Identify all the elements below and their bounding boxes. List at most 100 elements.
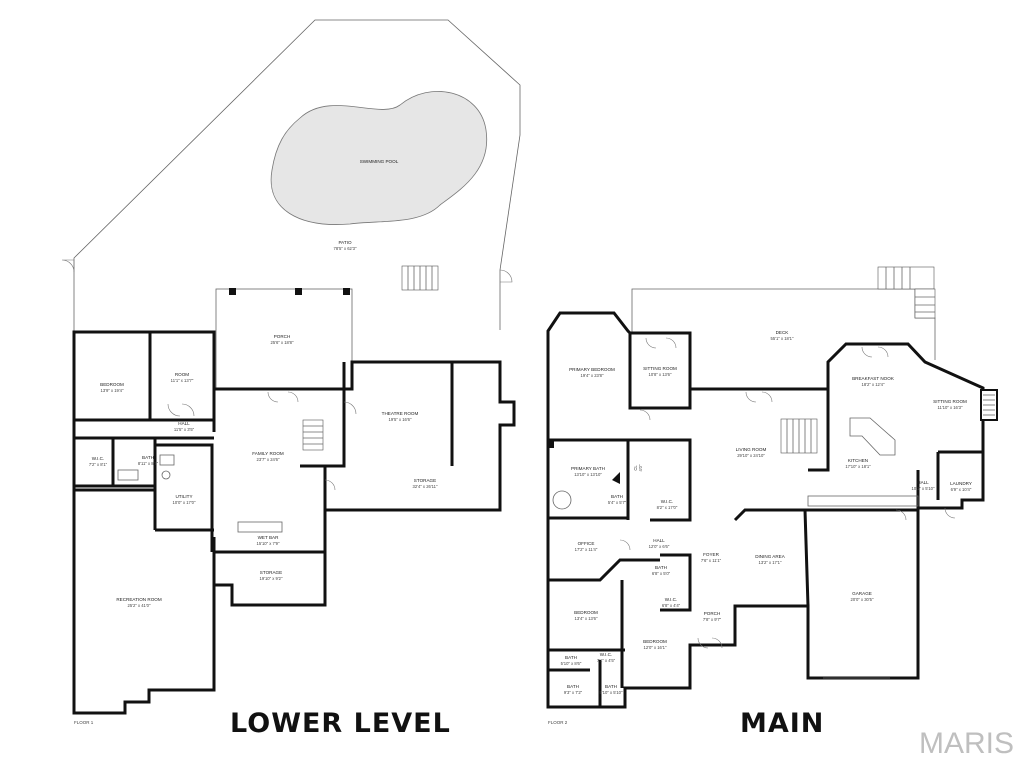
bath-4-dim: 9'3" x 7'2" [564, 690, 583, 695]
deck-outline [631, 288, 936, 360]
kitchen-counter [807, 495, 919, 507]
patio-outline [73, 19, 521, 332]
hall-2-dim: 12'0" x 6'6" [649, 544, 670, 549]
garage-label: GARAGE [852, 591, 872, 596]
storage-label: STORAGE [414, 478, 436, 483]
breakfast-nook-label: BREAKFAST NOOK [852, 376, 895, 381]
bath-3-label: BATH [565, 655, 577, 660]
utility-label: UTILITY [175, 494, 192, 499]
maris-watermark-logo: MARIS [918, 727, 1014, 760]
wic-3-label: W.I.C. [600, 652, 613, 657]
deck-label: DECK [776, 330, 790, 335]
bath-3-dim: 5'10" x 8'6" [561, 661, 582, 666]
bath-2-label: BATH [655, 565, 667, 570]
primary-bedroom-label: PRIMARY BEDROOM [569, 367, 615, 372]
hall-label: HALL [178, 421, 190, 426]
wic-label: W.I.C. [92, 456, 105, 461]
kitchen-label: KITCHEN [848, 458, 868, 463]
kitchen-dim: 17'10" x 18'1" [845, 464, 871, 469]
wet-bar-dim: 15'10" x 7'9" [257, 541, 280, 546]
lower-level-interior-walls [74, 332, 454, 607]
utility-dim: 10'0" x 17'0" [173, 500, 196, 505]
bath-1-label: BATH [611, 494, 623, 499]
dining-area-label: DINING AREA [755, 554, 786, 559]
laundry-dim: 6'9" x 10'4" [951, 487, 972, 492]
main-stairs [780, 418, 818, 454]
wet-bar-counter [237, 521, 283, 533]
swimming-pool-label: SWIMMING POOL [360, 159, 399, 164]
primary-bath-label: PRIMARY BATH [571, 466, 605, 471]
wic-dim: 7'2" x 8'1" [89, 462, 108, 467]
bedroom-dim: 13'9" x 19'4" [101, 388, 124, 393]
theatre-room-label: THEATRE ROOM [382, 411, 419, 416]
office-label: OFFICE [578, 541, 595, 546]
porch-dim: 25'6" x 18'8" [271, 340, 294, 345]
breakfast-nook-dim: 18'2" x 12'4" [862, 382, 885, 387]
foyer-label: FOYER [703, 552, 720, 557]
fireplace-hatch [983, 394, 995, 416]
storage-2-dim: 19'10" x 9'2" [260, 576, 283, 581]
wic-1-dim: 8'2" x 17'0" [657, 505, 678, 510]
bath-2-dim: 6'8" x 5'0" [652, 571, 671, 576]
lower-stairs [302, 419, 324, 451]
deck-dim: 55'1" x 18'1" [771, 336, 794, 341]
swimming-pool-shape [270, 91, 488, 225]
primary-bedroom-dim: 19'4" x 23'8" [581, 373, 604, 378]
deck-stairs [877, 266, 936, 319]
wic-1-label: W.I.C. [661, 499, 674, 504]
kitchen-island [849, 417, 896, 456]
room-dim: 11'1" x 13'7" [171, 378, 194, 383]
dining-area-dim: 13'2" x 17'1" [759, 560, 782, 565]
main-level-title: MAIN [740, 708, 825, 739]
sitting-room-label: SITTING ROOM [643, 366, 677, 371]
main-level-walls [546, 311, 985, 709]
room-label: ROOM [175, 372, 189, 377]
lower-floor-tag: FLOOR 1 [74, 720, 94, 725]
wet-bar-label: WET BAR [258, 535, 280, 540]
main-floor-tag: FLOOR 2 [548, 720, 568, 725]
lower-level-walls [72, 330, 516, 715]
main-level-interior-walls [548, 333, 983, 707]
main-level-plan: DECK 55'1" x 18'1" PRIMARY BEDROOM 19'4"… [546, 266, 998, 725]
bedroom-label: BEDROOM [100, 382, 124, 387]
lower-doors [61, 259, 513, 491]
bedroom-1-dim: 13'4" x 13'6" [575, 616, 598, 621]
porch-outline [215, 288, 353, 390]
bath-5-label: BATH [605, 684, 617, 689]
hall-1-label: HALL [917, 480, 929, 485]
patio-stairs [401, 265, 439, 291]
bath-5-dim: 5'10" x 5'10" [600, 690, 623, 695]
sitting-room-dim: 10'8" x 13'6" [649, 372, 672, 377]
sitting-room-2-dim: 11'10" x 16'3" [938, 405, 963, 410]
lower-level-title: LOWER LEVEL [230, 708, 451, 739]
bath-dim: 8'11" x 8'7" [138, 461, 159, 466]
porch-main-dim: 7'8" x 9'7" [703, 617, 722, 622]
theatre-room-dim: 19'5" x 16'6" [389, 417, 412, 422]
sitting-room-2-label: SITTING ROOM [933, 399, 967, 404]
living-room-dim: 29'10" x 24'10" [737, 453, 765, 458]
office-dim: 17'2" x 11'4" [575, 547, 598, 552]
bedroom-2-dim: 12'0" x 16'1" [644, 645, 667, 650]
family-room-label: FAMILY ROOM [252, 451, 284, 456]
lower-bath-fixtures [117, 454, 175, 481]
patio-label: PATIO [338, 240, 352, 245]
hall-dim: 11'5" x 3'5" [174, 427, 195, 432]
hall-2-label: HALL [653, 538, 665, 543]
living-room-label: LIVING ROOM [736, 447, 767, 452]
bath-1-dim: 5'4" x 5'7" [608, 500, 627, 505]
recreation-room-dim: 25'2" x 41'0" [128, 603, 151, 608]
hall-1-dim: 10'1" x 5'10" [912, 486, 935, 491]
recreation-room-label: RECREATION ROOM [116, 597, 162, 602]
foyer-dim: 7'6" x 11'1" [701, 558, 722, 563]
bedroom-2-label: BEDROOM [643, 639, 667, 644]
bedroom-1-label: BEDROOM [574, 610, 598, 615]
bathtub [552, 490, 572, 510]
garage-dim: 20'0" x 30'5" [851, 597, 874, 602]
family-room-dim: 23'7" x 24'6" [257, 457, 280, 462]
main-doors [619, 337, 956, 649]
wic-2-dim: 6'8" x 4'4" [662, 603, 681, 608]
bath-4-label: BATH [567, 684, 579, 689]
lower-level-plan: SWIMMING POOL PATIO 78'5" x 62'3" PORCH … [61, 19, 521, 725]
closet-label-group: CL 4'0" [633, 464, 643, 471]
